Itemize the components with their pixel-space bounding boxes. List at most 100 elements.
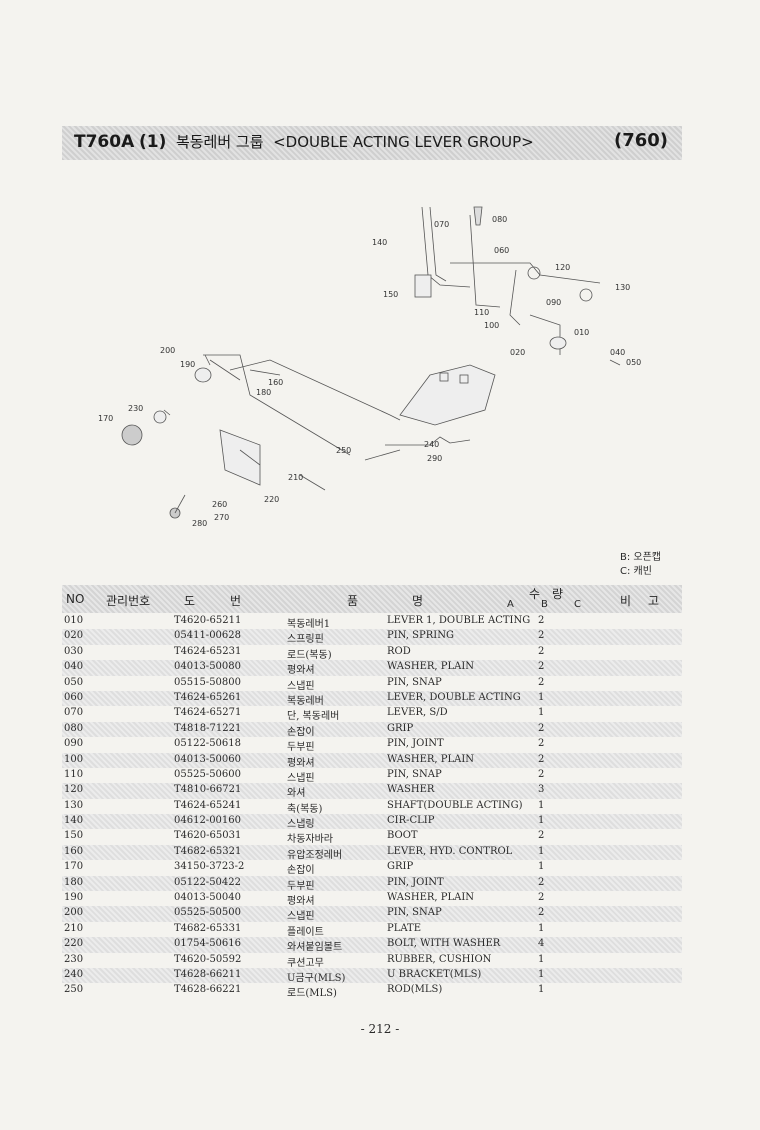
col-bi: 비	[620, 594, 632, 608]
row-name-korean: 와셔붙임볼트	[287, 942, 343, 954]
row-part-number: 05525-50500	[174, 907, 242, 919]
svg-text:160: 160	[268, 378, 283, 387]
row-name-korean: 복동레버	[287, 695, 324, 707]
row-name-korean: 스프링핀	[287, 634, 324, 646]
row-no: 080	[64, 722, 84, 734]
page-title: T760A (1) 복동레버 그룹 <DOUBLE ACTING LEVER G…	[74, 131, 534, 152]
row-qty-b: 1	[538, 922, 545, 934]
row-name-english: LEVER, DOUBLE ACTING	[387, 691, 521, 703]
row-part-number: 04013-50060	[174, 753, 242, 765]
row-part-number: 04612-00160	[174, 815, 242, 827]
svg-text:110: 110	[474, 308, 489, 317]
row-part-number: 05525-50600	[174, 768, 242, 780]
svg-text:290: 290	[427, 454, 442, 463]
row-no: 070	[64, 707, 84, 719]
row-no: 020	[64, 630, 84, 642]
title-english: <DOUBLE ACTING LEVER GROUP>	[273, 133, 534, 151]
row-no: 240	[64, 968, 84, 980]
row-name-english: SHAFT(DOUBLE ACTING)	[387, 799, 523, 811]
svg-text:150: 150	[383, 290, 398, 299]
row-name-english: PIN, SNAP	[387, 676, 442, 688]
row-name-korean: 차동자바라	[287, 834, 333, 846]
row-no: 120	[64, 784, 84, 796]
row-no: 230	[64, 953, 84, 965]
row-no: 040	[64, 661, 84, 673]
row-name-korean: 손잡이	[287, 726, 315, 738]
row-name-english: PIN, SPRING	[387, 630, 454, 642]
row-name-english: U BRACKET(MLS)	[387, 968, 482, 980]
row-name-english: GRIP	[387, 722, 414, 734]
row-name-english: CIR-CLIP	[387, 815, 435, 827]
row-qty-b: 3	[538, 784, 545, 796]
svg-text:040: 040	[610, 348, 625, 357]
row-name-korean: 평와셔	[287, 665, 315, 677]
row-name-english: WASHER	[387, 784, 435, 796]
row-part-number: T4624-65271	[174, 707, 242, 719]
svg-text:220: 220	[264, 495, 279, 504]
diagram-callouts: 070 080 140 060 120 130 150 090 110 100 …	[98, 215, 641, 528]
group-code: T760A	[74, 132, 135, 152]
row-name-english: PIN, SNAP	[387, 768, 442, 780]
svg-text:130: 130	[615, 283, 630, 292]
row-qty-b: 2	[538, 830, 545, 842]
row-part-number: T4620-50592	[174, 953, 242, 965]
row-name-english: ROD(MLS)	[387, 984, 443, 996]
row-name-english: PIN, SNAP	[387, 907, 442, 919]
row-part-number: 05122-50618	[174, 738, 242, 750]
row-name-english: RUBBER, CUSHION	[387, 953, 492, 965]
svg-text:180: 180	[256, 388, 271, 397]
row-name-korean: 단, 복동레버	[287, 711, 340, 723]
row-name-english: ROD	[387, 645, 411, 657]
row-no: 180	[64, 876, 84, 888]
svg-text:170: 170	[98, 414, 113, 423]
row-no: 090	[64, 738, 84, 750]
group-sub: (1)	[139, 132, 167, 152]
col-su: 수	[529, 587, 541, 601]
svg-text:190: 190	[180, 360, 195, 369]
row-no: 110	[64, 768, 84, 780]
col-no: NO	[66, 592, 85, 606]
row-part-number: T4624-65261	[174, 691, 242, 703]
row-part-number: T4682-65331	[174, 922, 242, 934]
row-qty-b: 1	[538, 968, 545, 980]
row-qty-b: 1	[538, 799, 545, 811]
row-part-number: T4624-65231	[174, 645, 242, 657]
row-name-korean: 평와셔	[287, 757, 315, 769]
col-myeong: 명	[412, 594, 424, 608]
col-a: A	[507, 599, 514, 610]
svg-text:090: 090	[546, 298, 561, 307]
row-name-korean: 로드(MLS)	[287, 988, 337, 1000]
row-qty-b: 1	[538, 861, 545, 873]
row-no: 140	[64, 815, 84, 827]
row-qty-b: 1	[538, 953, 545, 965]
row-no: 130	[64, 799, 84, 811]
page-number: - 212 -	[360, 1022, 400, 1036]
row-qty-b: 2	[538, 876, 545, 888]
svg-text:230: 230	[128, 404, 143, 413]
row-no: 060	[64, 691, 84, 703]
row-name-korean: 손잡이	[287, 865, 315, 877]
svg-text:270: 270	[214, 513, 229, 522]
parts-diagram: 070 080 140 060 120 130 150 090 110 100 …	[98, 206, 641, 528]
row-no: 010	[64, 615, 84, 626]
row-name-korean: U금구(MLS)	[287, 972, 346, 984]
row-part-number: 05411-00628	[174, 630, 242, 642]
svg-text:210: 210	[288, 473, 303, 482]
row-qty-b: 2	[538, 676, 545, 688]
row-qty-b: 1	[538, 707, 545, 719]
diagram-shapes	[121, 206, 621, 519]
row-qty-b: 1	[538, 984, 545, 996]
row-name-korean: 두부핀	[287, 742, 315, 754]
svg-text:260: 260	[212, 500, 227, 509]
row-qty-b: 1	[538, 845, 545, 857]
